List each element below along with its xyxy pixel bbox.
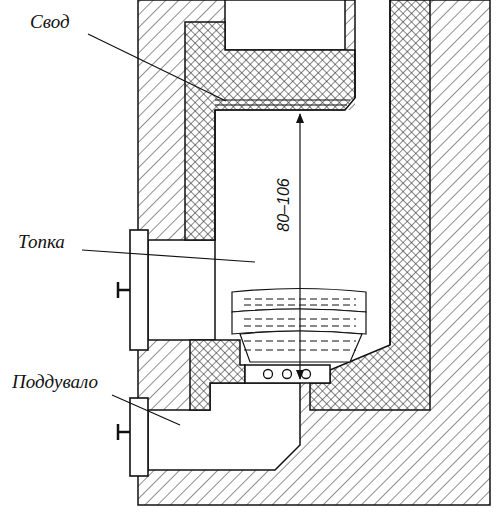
drawing-stroke	[283, 370, 292, 379]
drawing-stroke	[88, 34, 226, 101]
lining-ground	[190, 340, 245, 410]
lining-ground	[185, 22, 355, 240]
part-label: Поддувало	[12, 372, 98, 393]
leader-lines	[82, 34, 255, 425]
floor-lining	[190, 340, 245, 410]
drawing-stroke	[215, 109, 345, 110]
top-channel	[225, 0, 345, 50]
drawing-stroke	[215, 99, 350, 100]
dimension-value: 80–106	[276, 176, 292, 233]
wall-line	[354, 0, 356, 98]
drawing-stroke	[264, 370, 273, 379]
part-label: Топка	[18, 232, 65, 253]
drawing-stroke	[112, 395, 180, 425]
vault-lines	[215, 100, 350, 110]
drawing-stroke	[215, 104, 347, 105]
dimension-line	[299, 114, 300, 379]
wall-line	[214, 110, 216, 240]
masonry-ground	[138, 0, 490, 505]
wall-line	[389, 0, 391, 345]
ash-pit-cavity	[148, 383, 300, 470]
brick-masonry	[138, 0, 490, 505]
drawing-stroke	[82, 250, 255, 262]
door-handle	[118, 282, 130, 298]
firewood	[232, 289, 366, 363]
drawing-stroke	[240, 331, 362, 362]
grate	[245, 365, 330, 383]
grate-bars	[264, 370, 311, 379]
door-handle	[118, 424, 130, 440]
fire-door	[130, 230, 148, 350]
drawing-stroke	[302, 370, 311, 379]
vault-lining	[185, 22, 355, 240]
drawing-stroke	[232, 309, 366, 334]
part-label: Свод	[30, 12, 70, 33]
